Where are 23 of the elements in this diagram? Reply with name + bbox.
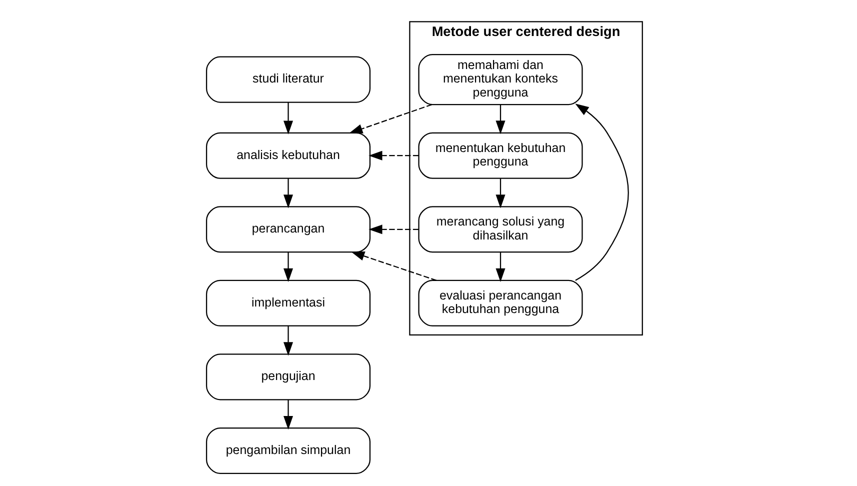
arrow — [574, 104, 628, 281]
arrow — [495, 252, 505, 282]
node-box: analisis kebutuhan — [205, 132, 370, 179]
arrow — [368, 150, 418, 160]
node-box: evaluasi perancangan kebutuhan pengguna — [418, 280, 582, 326]
node-box: implementasi — [205, 280, 370, 326]
arrow — [283, 252, 293, 282]
arrow — [368, 224, 418, 234]
node-box: studi literatur — [205, 56, 370, 103]
node-box: perancangan — [205, 206, 370, 253]
node-box: pengambilan simpulan — [205, 427, 370, 474]
node-box: merancang solusi yang dihasilkan — [418, 206, 582, 253]
arrow — [283, 178, 293, 208]
arrow — [350, 251, 436, 281]
node-box: pengujian — [205, 354, 370, 400]
node-box: menentukan kebutuhan pengguna — [418, 132, 582, 179]
node-box: memahami dan menentukan konteks pengguna — [418, 54, 582, 106]
arrow — [495, 178, 505, 208]
arrow — [348, 104, 432, 134]
arrow — [495, 104, 505, 134]
arrow — [283, 400, 293, 430]
arrow — [283, 326, 293, 356]
arrow — [283, 102, 293, 134]
